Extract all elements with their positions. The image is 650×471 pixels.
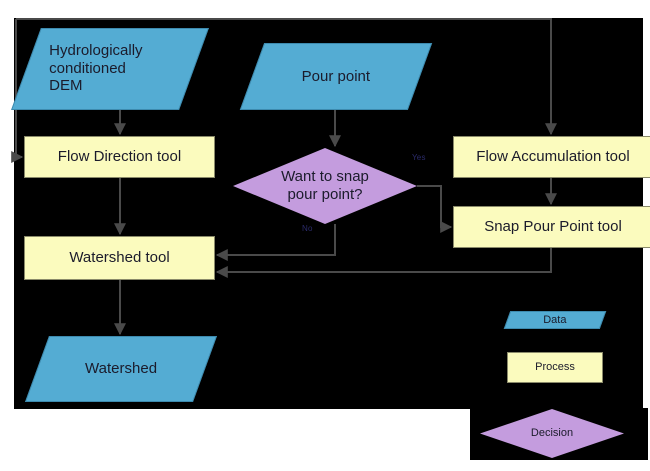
node-label: Pour point — [301, 67, 371, 85]
legend-item-process: Process — [507, 352, 603, 383]
node-flow-direction-tool[interactable]: Flow Direction tool — [24, 136, 215, 178]
node-flow-accumulation-tool[interactable]: Flow Accumulation tool — [453, 136, 650, 178]
node-label: Watershed — [85, 360, 157, 378]
edge-label-yes: Yes — [412, 153, 426, 162]
node-label: Flow Accumulation tool — [476, 148, 630, 166]
legend-label-decision: Decision — [530, 427, 574, 440]
node-label: Flow Direction tool — [57, 148, 182, 166]
node-watershed-tool[interactable]: Watershed tool — [24, 236, 215, 280]
node-watershed[interactable]: Watershed — [24, 336, 218, 402]
node-pour-point[interactable]: Pour point — [239, 43, 433, 110]
legend-label-process: Process — [535, 361, 575, 374]
node-label: Watershed tool — [69, 249, 170, 267]
legend-item-data: Data — [503, 311, 607, 329]
legend-label-data: Data — [543, 313, 567, 326]
node-label: Snap Pour Point tool — [484, 218, 622, 236]
edge-label-no: No — [302, 224, 313, 233]
node-snap-pour-point-tool[interactable]: Snap Pour Point tool — [453, 206, 650, 248]
